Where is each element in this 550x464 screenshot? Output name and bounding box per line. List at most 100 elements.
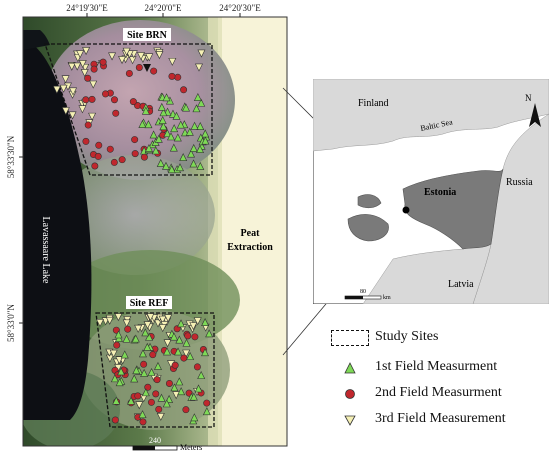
second-measurement-marker — [84, 121, 92, 129]
legend-first-label: 1st Field Measurment — [375, 359, 498, 374]
site-brn-label: Site BRN — [127, 30, 168, 41]
first-measurement-marker — [159, 122, 168, 131]
second-measurement-marker — [139, 418, 147, 426]
second-measurement-marker — [135, 63, 143, 71]
first-measurement-marker — [194, 384, 203, 393]
first-measurement-marker — [190, 413, 199, 422]
estonia-land — [402, 168, 504, 250]
first-measurement-marker — [192, 104, 201, 113]
first-measurement-marker — [163, 129, 172, 138]
second-measurement-marker — [94, 152, 102, 160]
third-measurement-marker — [168, 57, 177, 66]
first-measurement-marker — [185, 127, 194, 136]
first-measurement-marker — [189, 159, 198, 168]
legend-study-sites-label: Study Sites — [375, 329, 439, 344]
second-measurement-marker — [140, 153, 148, 161]
first-measurement-marker — [167, 132, 176, 141]
left-tick-label-1: 58°33'30"N — [6, 135, 16, 178]
first-measurement-marker — [112, 396, 121, 405]
second-measurement-marker — [155, 405, 163, 413]
second-measurement-marker — [101, 90, 109, 98]
third-measurement-marker — [78, 105, 87, 114]
top-tick-label-2: 24°20'0"E — [145, 3, 182, 13]
first-measurement-marker — [179, 153, 188, 162]
scale-unit: Meters — [180, 443, 202, 452]
second-measurement-marker — [84, 74, 92, 82]
first-measurement-marker — [175, 377, 184, 386]
top-tick-label-3: 24°20'30"E — [219, 3, 261, 13]
third-measurement-marker — [158, 324, 167, 333]
third-measurement-marker — [189, 322, 198, 331]
north-letter: N — [525, 93, 532, 103]
third-measurement-marker — [158, 315, 167, 324]
second-measurement-marker — [147, 398, 155, 406]
first-measurement-marker — [187, 149, 196, 158]
first-measurement-marker — [120, 350, 129, 359]
second-measurement-marker — [91, 162, 99, 170]
third-measurement-marker — [122, 319, 131, 328]
third-measurement-marker — [82, 47, 91, 56]
first-measurement-marker — [177, 319, 186, 328]
second-measurement-marker — [153, 376, 161, 384]
third-measurement-marker — [134, 324, 143, 333]
third-measurement-marker — [154, 319, 162, 328]
first-measurement-marker — [163, 347, 172, 356]
second-measurement-marker — [144, 383, 152, 391]
first-measurement-marker — [170, 332, 178, 341]
third-measurement-marker — [164, 314, 173, 323]
first-measurement-marker — [173, 133, 182, 142]
second-measurement-marker — [134, 392, 142, 400]
legend-study-sites-swatch — [331, 330, 369, 346]
first-measurement-marker — [144, 120, 153, 129]
inset-finland-label: Finland — [358, 98, 389, 109]
second-measurement-marker — [149, 351, 157, 359]
first-measurement-marker — [177, 387, 186, 396]
legend-third-label: 3rd Field Measurement — [375, 411, 506, 426]
first-measurement-marker — [131, 334, 140, 343]
third-measurement-marker — [156, 412, 165, 421]
first-measurement-marker — [174, 347, 183, 356]
left-tick-label-2: 58°33'0"N — [6, 304, 16, 342]
second-measurement-marker — [111, 416, 119, 424]
third-measurement-marker — [67, 62, 76, 71]
second-measurement-marker — [129, 98, 137, 106]
first-measurement-marker — [144, 143, 153, 152]
second-measurement-marker — [90, 65, 98, 73]
third-measurement-marker — [163, 339, 172, 348]
second-measurement-marker — [140, 360, 148, 368]
third-measurement-marker — [122, 47, 131, 56]
first-measurement-marker — [127, 396, 136, 405]
first-measurement-marker — [158, 115, 167, 124]
first-measurement-marker — [145, 332, 154, 341]
first-measurement-marker — [110, 374, 119, 383]
second-measurement-marker — [184, 332, 192, 340]
second-measurement-marker — [191, 333, 199, 341]
first-measurement-marker — [130, 374, 139, 383]
first-measurement-marker — [197, 370, 206, 379]
third-measurement-marker — [115, 356, 124, 365]
second-measurement-marker — [82, 96, 90, 104]
first-measurement-marker — [186, 351, 195, 360]
third-measurement-marker — [59, 84, 68, 93]
third-measurement-marker — [195, 63, 203, 72]
first-measurement-marker — [182, 103, 191, 112]
legend-first-marker-icon — [344, 362, 356, 374]
third-measurement-marker — [114, 313, 123, 322]
site-brn-boundary — [44, 43, 213, 176]
first-measurement-marker — [141, 388, 150, 397]
hiiumaa-island — [357, 194, 382, 209]
third-measurement-marker — [78, 60, 87, 69]
legend-second-label: 2nd Field Measurment — [375, 385, 502, 400]
first-measurement-marker — [193, 93, 202, 101]
first-measurement-marker — [170, 124, 179, 133]
third-measurement-marker — [89, 80, 98, 89]
first-measurement-marker — [196, 122, 205, 130]
first-measurement-marker — [140, 368, 149, 377]
third-measurement-marker — [76, 50, 85, 59]
top-tick-marks — [86, 13, 241, 17]
first-measurement-marker — [182, 338, 191, 347]
second-measurement-marker — [165, 379, 173, 387]
second-measurement-marker — [99, 58, 107, 66]
second-measurement-marker — [150, 67, 158, 75]
inset-latvia-label: Latvia — [448, 279, 474, 290]
